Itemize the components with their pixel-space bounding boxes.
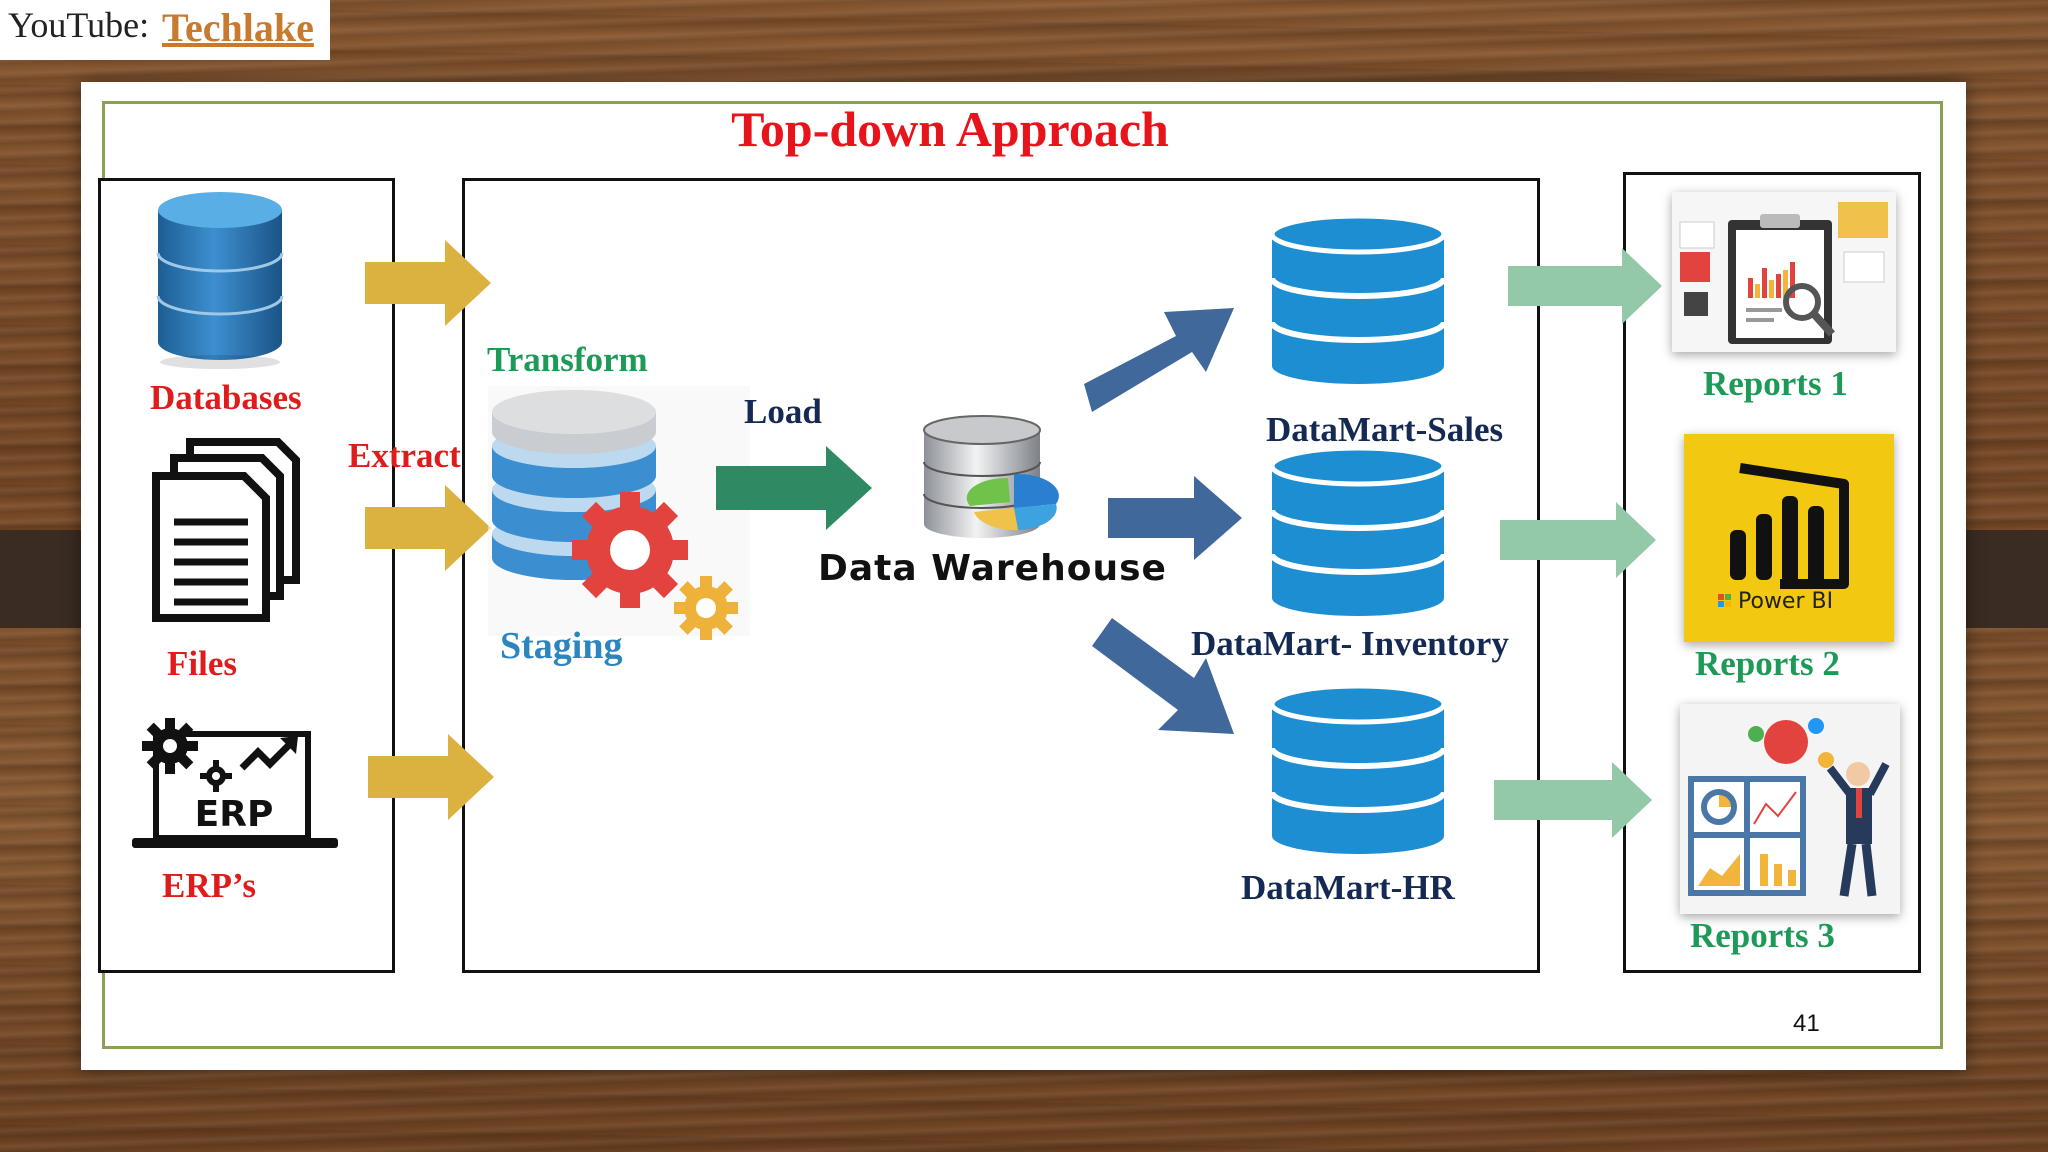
staging-label: Staging (500, 625, 623, 667)
datamart-hr-icon (1269, 683, 1447, 854)
slide-title: Top-down Approach (731, 101, 1169, 157)
staging-icon (488, 386, 750, 640)
load-arrow (716, 446, 872, 530)
extract-arrow-files (365, 485, 491, 571)
reports-1-label: Reports 1 (1703, 364, 1848, 403)
reports-3-label: Reports 3 (1690, 916, 1835, 955)
data-warehouse-icon (923, 415, 1059, 538)
arrow-to-reports-3 (1494, 762, 1652, 838)
page-number: 41 (1793, 1010, 1820, 1037)
report-dashboard-icon (1672, 192, 1896, 352)
datamart-inventory-icon (1269, 445, 1447, 616)
youtube-label: YouTube: (8, 5, 150, 45)
load-label: Load (744, 392, 822, 431)
files-icon (152, 438, 300, 622)
arrow-to-inventory (1108, 476, 1242, 560)
arrow-to-sales (1084, 308, 1234, 412)
reports-2-label: Reports 2 (1695, 644, 1840, 683)
data-warehouse-label: Data Warehouse (818, 548, 1167, 589)
arrow-to-reports-1 (1508, 248, 1662, 324)
report-2-image: Power BI (1684, 434, 1894, 642)
youtube-credit: YouTube: Techlake (0, 0, 330, 60)
youtube-channel-link[interactable]: Techlake (162, 5, 314, 50)
report-1-image (1672, 192, 1896, 352)
datamart-inventory-label: DataMart- Inventory (1191, 624, 1509, 663)
files-label: Files (167, 644, 237, 683)
erp-icon: ERP (132, 718, 338, 848)
power-bi-text: Power BI (1738, 589, 1833, 614)
extract-arrow-databases (365, 240, 491, 326)
extract-arrow-erp (368, 734, 494, 820)
transform-label: Transform (487, 340, 648, 379)
report-3-image (1680, 704, 1900, 914)
erps-label: ERP’s (162, 866, 256, 905)
report-analytics-icon (1680, 704, 1900, 914)
databases-label: Databases (150, 378, 302, 417)
datamart-sales-label: DataMart-Sales (1266, 410, 1504, 449)
arrow-to-reports-2 (1500, 502, 1656, 578)
datamart-hr-label: DataMart-HR (1241, 868, 1455, 907)
arrow-to-hr (1092, 618, 1234, 734)
extract-label: Extract (348, 436, 461, 475)
erp-icon-text: ERP (195, 794, 274, 835)
database-icon (156, 192, 284, 369)
power-bi-icon: Power BI (1718, 463, 1849, 614)
datamart-sales-icon (1269, 213, 1447, 384)
